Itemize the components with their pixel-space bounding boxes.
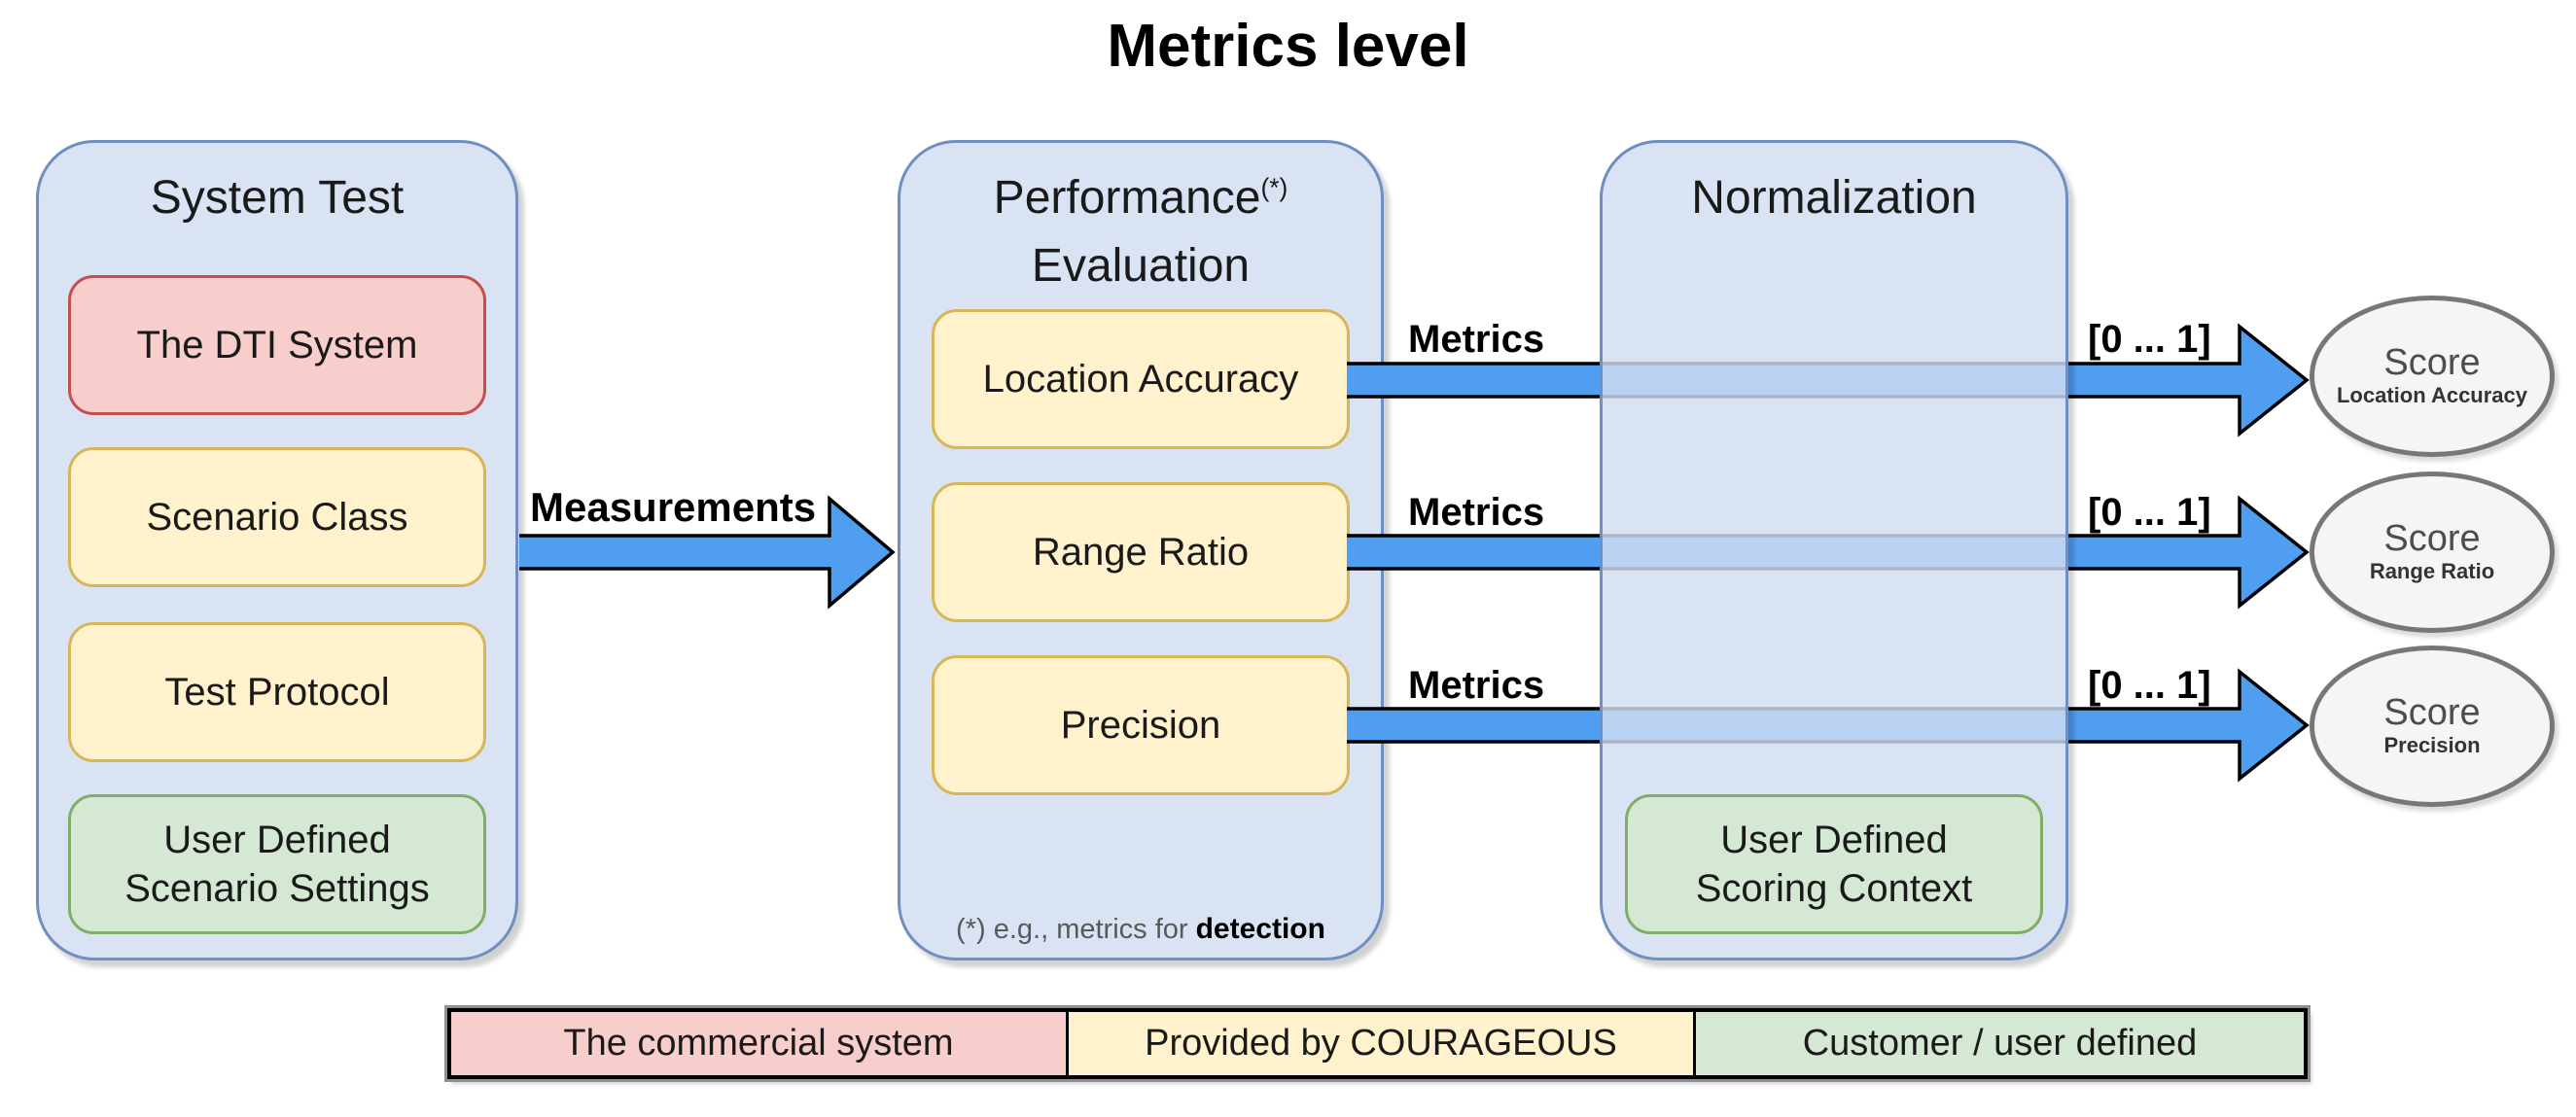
performance-footnote: (*) e.g., metrics for detection [900,913,1381,946]
metrics-label-precision: Metrics [1408,664,1545,707]
score-label: Score [2383,518,2481,560]
legend-provided-by-courageous: Provided by COURAGEOUS [1066,1012,1693,1075]
score-location-accuracy-ellipse: Score Location Accuracy [2310,296,2555,457]
interval-label-precision: [0 ... 1] [2088,664,2211,707]
performance-evaluation-title: Performance(*) Evaluation [900,164,1381,299]
score-sublabel: Location Accuracy [2336,382,2528,407]
metrics-label-range-ratio: Metrics [1408,491,1545,534]
score-label: Score [2383,692,2481,734]
metrics-label-location-accuracy: Metrics [1408,318,1545,361]
normalization-title: Normalization [1691,172,1977,224]
performance-title-main: Performance [993,172,1261,224]
interval-label-range-ratio: [0 ... 1] [2088,491,2211,534]
performance-evaluation-container: Performance(*) Evaluation Location Accur… [898,140,1384,960]
score-sublabel: Precision [2383,732,2481,757]
scoring-context-box: User Defined Scoring Context [1625,794,2043,934]
legend-commercial-system: The commercial system [451,1012,1066,1075]
page-title: Metrics level [1107,13,1469,80]
score-label: Score [2383,342,2481,384]
score-range-ratio-ellipse: Score Range Ratio [2310,471,2555,633]
score-sublabel: Range Ratio [2369,558,2495,583]
dti-system-box: The DTI System [68,275,486,415]
footnote-bold-word: detection [1195,913,1325,945]
system-test-container: System Test The DTI System Scenario Clas… [36,140,518,960]
system-test-title: System Test [150,172,405,224]
score-precision-ellipse: Score Precision [2310,646,2555,807]
location-accuracy-box: Location Accuracy [932,309,1350,449]
scenario-class-box: Scenario Class [68,447,486,587]
range-ratio-box: Range Ratio [932,482,1350,622]
legend-customer-user-defined: Customer / user defined [1693,1012,2304,1075]
scenario-settings-box: User Defined Scenario Settings [68,794,486,934]
interval-label-location-accuracy: [0 ... 1] [2088,318,2211,361]
legend-table: The commercial system Provided by COURAG… [447,1008,2308,1079]
performance-title-footnote-marker: (*) [1260,173,1288,202]
footnote-prefix: (*) e.g., metrics for [956,914,1196,945]
test-protocol-box: Test Protocol [68,622,486,762]
precision-box: Precision [932,655,1350,795]
performance-title-line2: Evaluation [1031,239,1251,292]
measurements-label: Measurements [530,484,817,530]
normalization-container: Normalization User Defined Scoring Conte… [1600,140,2068,960]
